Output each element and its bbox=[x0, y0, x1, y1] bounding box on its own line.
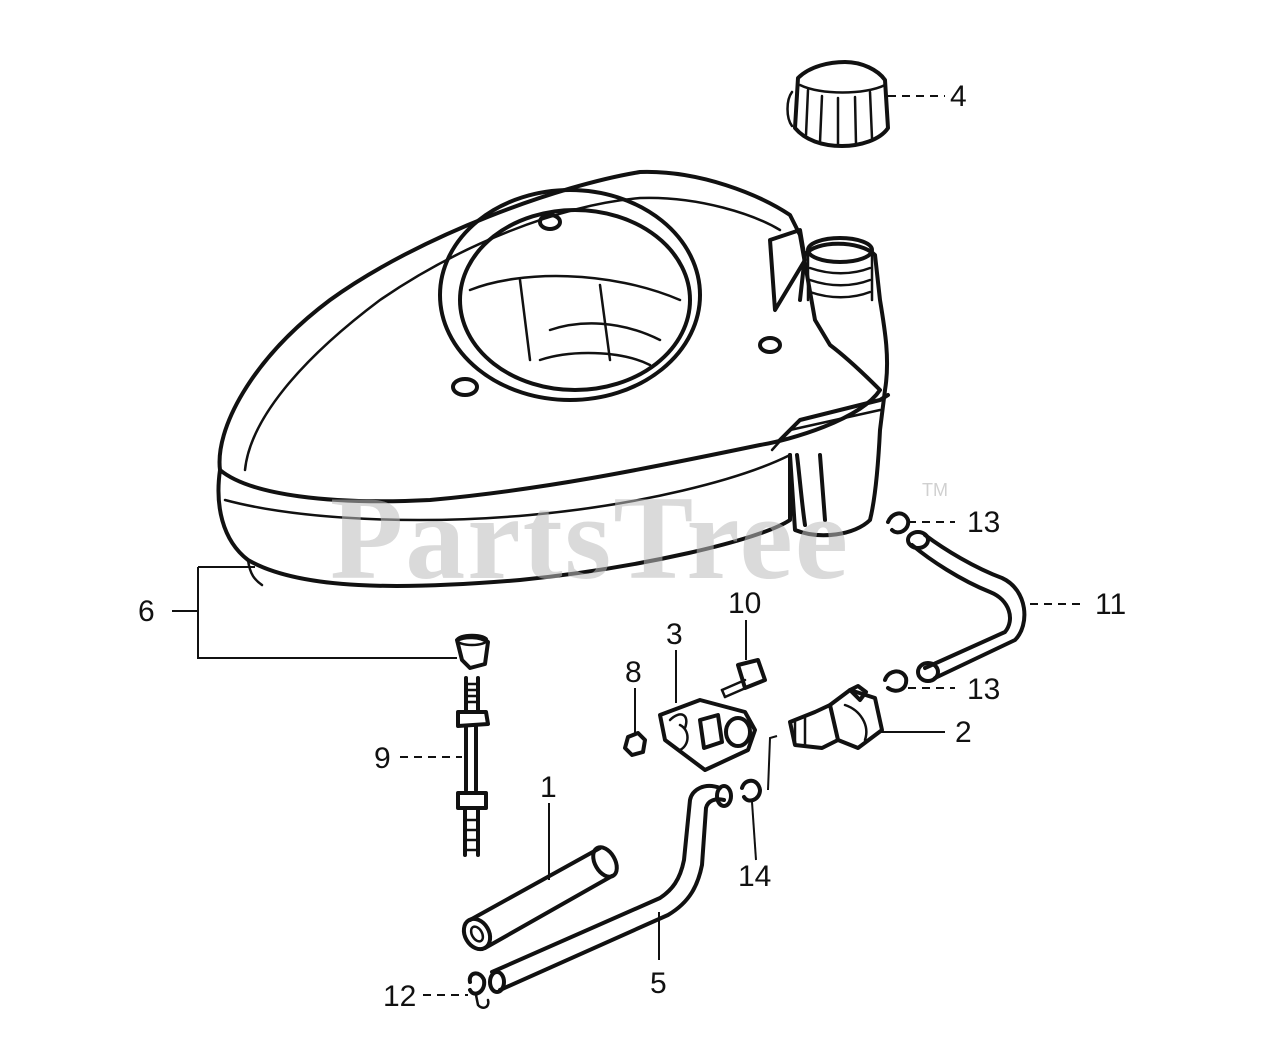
flange-bolt-10[interactable] bbox=[720, 658, 767, 699]
callout-14[interactable]: 14 bbox=[738, 860, 771, 893]
callout-9[interactable]: 9 bbox=[374, 742, 391, 775]
fuel-tank[interactable] bbox=[216, 169, 890, 588]
callout-labels: 4 6 9 1 5 12 8 3 10 13 11 13 2 14 bbox=[138, 80, 1126, 1013]
callout-13-upper[interactable]: 13 bbox=[967, 506, 1000, 539]
callout-11[interactable]: 11 bbox=[1095, 588, 1126, 621]
callout-3[interactable]: 3 bbox=[666, 618, 683, 651]
hose-clip-14[interactable] bbox=[740, 778, 762, 803]
fuel-hose-5[interactable] bbox=[488, 783, 733, 994]
hose-clip-13-upper[interactable] bbox=[886, 511, 911, 535]
stud-bolt-9[interactable] bbox=[456, 676, 490, 857]
callout-13-lower[interactable]: 13 bbox=[967, 673, 1000, 706]
fuel-hose-11[interactable] bbox=[906, 530, 1027, 683]
callout-6[interactable]: 6 bbox=[138, 595, 155, 628]
callout-5[interactable]: 5 bbox=[650, 967, 667, 1000]
fuel-cock[interactable] bbox=[788, 684, 884, 750]
callout-2[interactable]: 2 bbox=[955, 716, 972, 749]
hose-clip-13-lower[interactable] bbox=[883, 669, 909, 693]
watermark-tm: TM bbox=[922, 480, 948, 500]
hose-clip-12[interactable] bbox=[467, 971, 490, 1009]
watermark-text: PartsTree bbox=[330, 471, 850, 604]
leader-lines bbox=[172, 95, 1080, 996]
partstree-watermark: PartsTree TM bbox=[330, 471, 948, 604]
nut-8[interactable] bbox=[623, 731, 647, 757]
callout-10[interactable]: 10 bbox=[728, 587, 761, 620]
callout-12[interactable]: 12 bbox=[383, 980, 416, 1013]
fuel-tube-1[interactable] bbox=[459, 843, 622, 954]
callout-8[interactable]: 8 bbox=[625, 656, 642, 689]
callout-1[interactable]: 1 bbox=[540, 771, 557, 804]
fuel-cap[interactable] bbox=[786, 60, 890, 148]
fuel-strainer-bracket[interactable] bbox=[658, 698, 757, 772]
collar-6[interactable] bbox=[455, 633, 490, 670]
callout-4[interactable]: 4 bbox=[950, 80, 967, 113]
